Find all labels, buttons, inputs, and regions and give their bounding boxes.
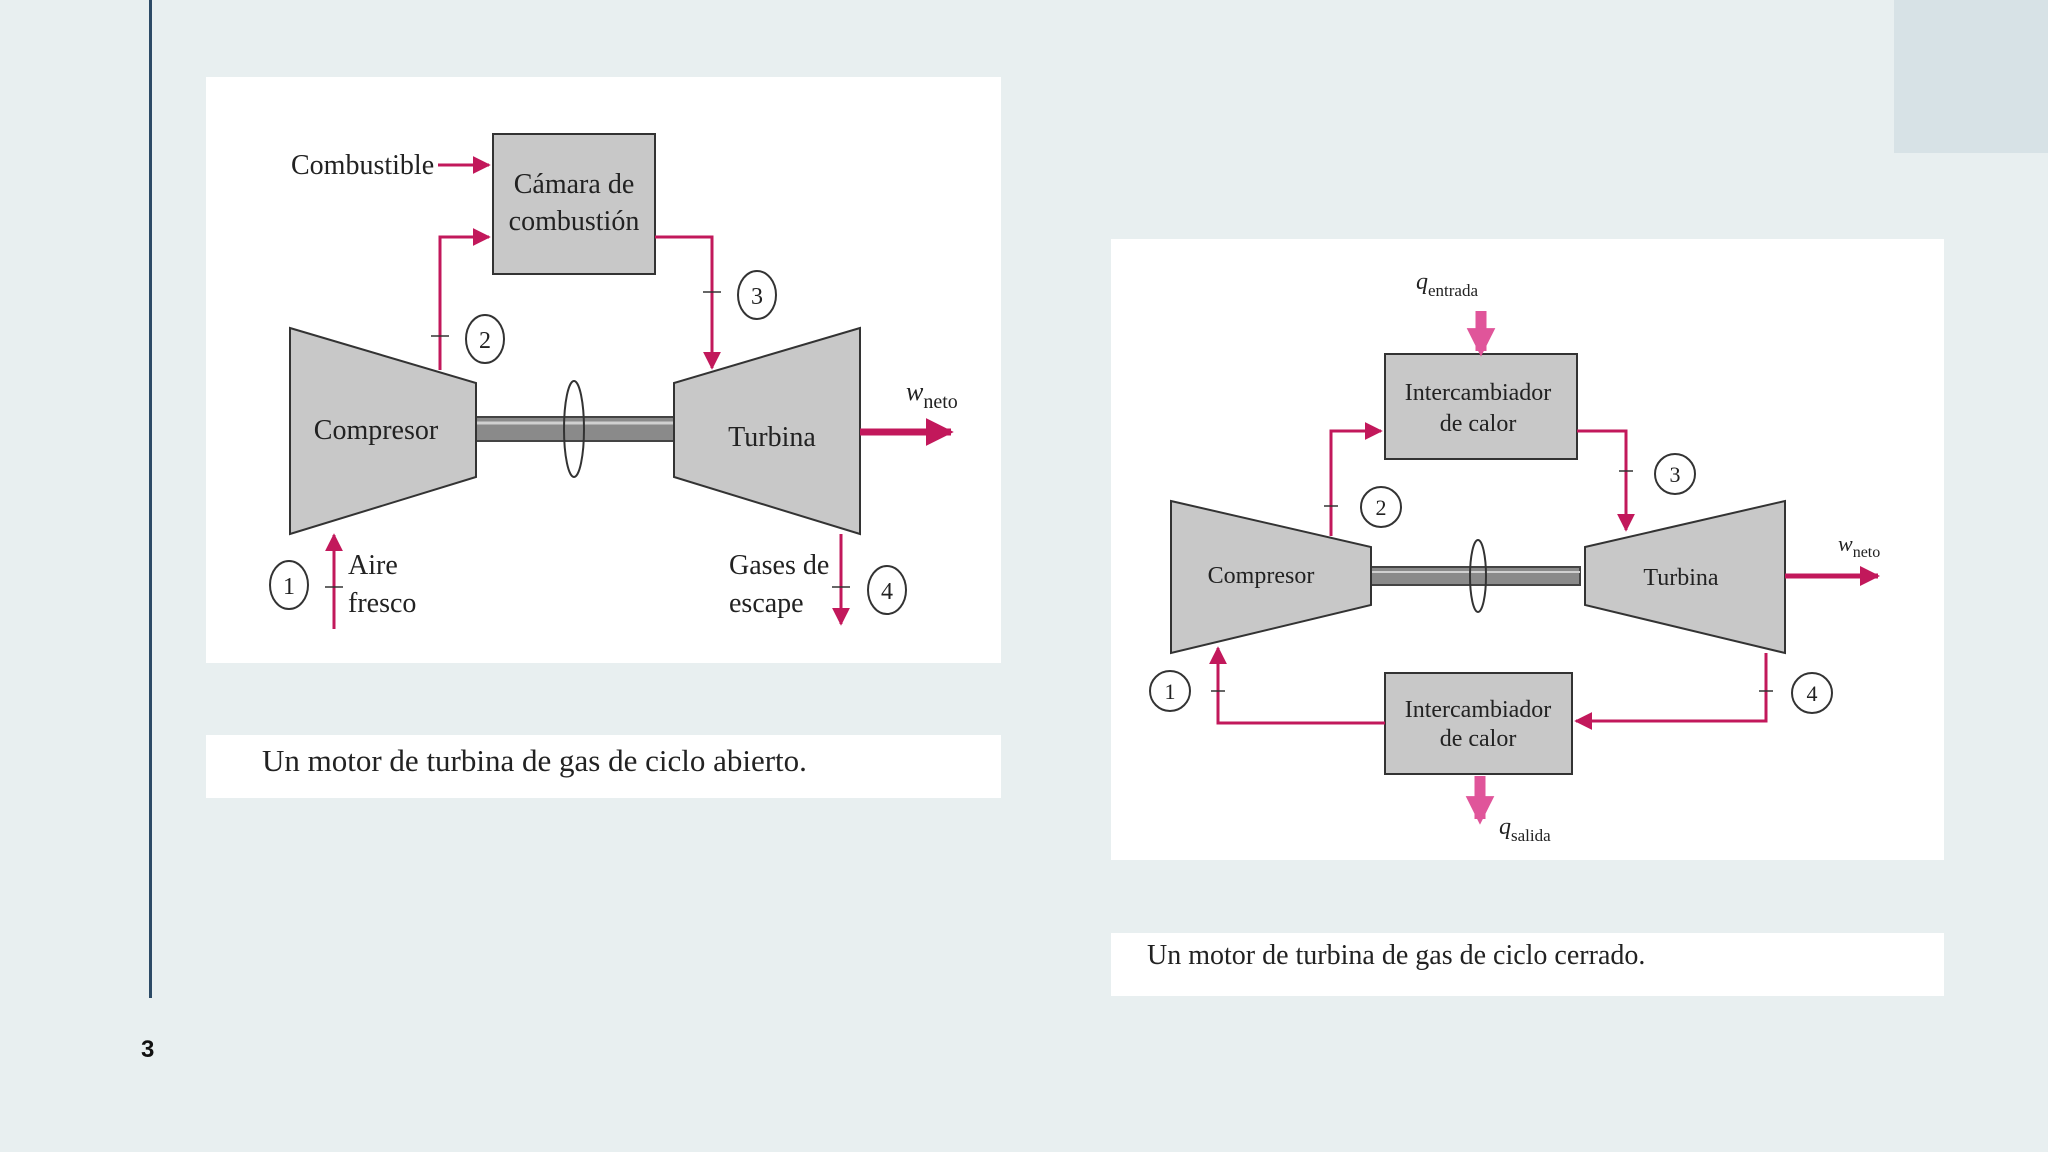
air-label-line2: fresco (348, 588, 416, 619)
hx-top-label-line1: Intercambiador (1405, 380, 1552, 406)
heat-exchanger-bottom (1384, 672, 1573, 775)
chamber-label-line1: Cámara de (514, 169, 635, 200)
state-point-1-circle (269, 560, 309, 610)
hx-to-turbine-line (1577, 429, 1635, 532)
state-point-1-circle (1149, 670, 1191, 712)
work-label: wneto (906, 377, 958, 413)
compressor-to-chamber-line (438, 228, 491, 370)
compressor-shape (289, 326, 477, 536)
air-label-line1: Aire (348, 550, 398, 581)
compressor-label: Compresor (314, 415, 439, 446)
corner-decoration (1894, 0, 2048, 153)
left-accent-line (149, 0, 152, 998)
turbine-shape (673, 326, 861, 536)
state-point-2: 2 (1376, 495, 1387, 520)
fuel-label: Combustible (291, 150, 434, 181)
open-cycle-caption: Un motor de turbina de gas de ciclo abie… (262, 743, 807, 778)
hx-bottom-label-line1: Intercambiador (1405, 697, 1552, 723)
exhaust-label-line2: escape (729, 588, 804, 619)
hx-top-label-line2: de calor (1440, 411, 1517, 437)
closed-cycle-diagram: qentrada Intercambiador de calor Compres… (1111, 239, 1944, 860)
turbine-label: Turbina (1643, 565, 1718, 591)
compressor-to-hx-line (1329, 422, 1383, 536)
state-point-2: 2 (479, 328, 491, 354)
state-point-3: 3 (751, 284, 763, 310)
chamber-to-turbine-line (655, 235, 721, 370)
state-point-4-circle (867, 565, 907, 615)
open-cycle-caption-box: Un motor de turbina de gas de ciclo abie… (206, 735, 1001, 798)
heat-out-label: qsalida (1499, 814, 1551, 845)
compressor-label: Compresor (1208, 563, 1315, 589)
exhaust-label-line1: Gases de (729, 550, 829, 581)
shaft (1369, 566, 1581, 586)
page-number: 3 (141, 1036, 155, 1063)
state-point-3-circle (737, 270, 777, 320)
compressor-shape (1170, 499, 1372, 655)
shaft (475, 416, 677, 442)
state-point-4: 4 (881, 579, 893, 605)
closed-cycle-caption-box: Un motor de turbina de gas de ciclo cerr… (1111, 933, 1944, 996)
state-point-1: 1 (1165, 679, 1176, 704)
turbine-shape (1584, 499, 1786, 655)
state-point-2-circle (1360, 486, 1402, 528)
rotation-icon (563, 380, 585, 478)
hx-to-compressor-line (1209, 646, 1385, 725)
open-cycle-diagram: Combustible Cámara de combustión Compres… (206, 77, 1001, 663)
rotation-icon (1469, 539, 1487, 613)
state-point-4: 4 (1807, 681, 1818, 706)
state-point-3-circle (1654, 453, 1696, 495)
turbine-to-hx-line (1574, 653, 1768, 730)
state-point-4-circle (1791, 672, 1833, 714)
hx-bottom-label-line2: de calor (1440, 726, 1517, 752)
turbine-label: Turbina (728, 422, 816, 453)
closed-cycle-caption: Un motor de turbina de gas de ciclo cerr… (1147, 940, 1646, 971)
combustion-chamber (492, 133, 656, 275)
state-point-2-circle (465, 314, 505, 364)
state-point-3: 3 (1670, 462, 1681, 487)
chamber-label-line2: combustión (509, 206, 640, 237)
heat-exchanger-top (1384, 353, 1578, 460)
state-point-1: 1 (283, 574, 295, 600)
work-label: wneto (1838, 531, 1880, 561)
heat-in-label: qentrada (1416, 269, 1478, 300)
